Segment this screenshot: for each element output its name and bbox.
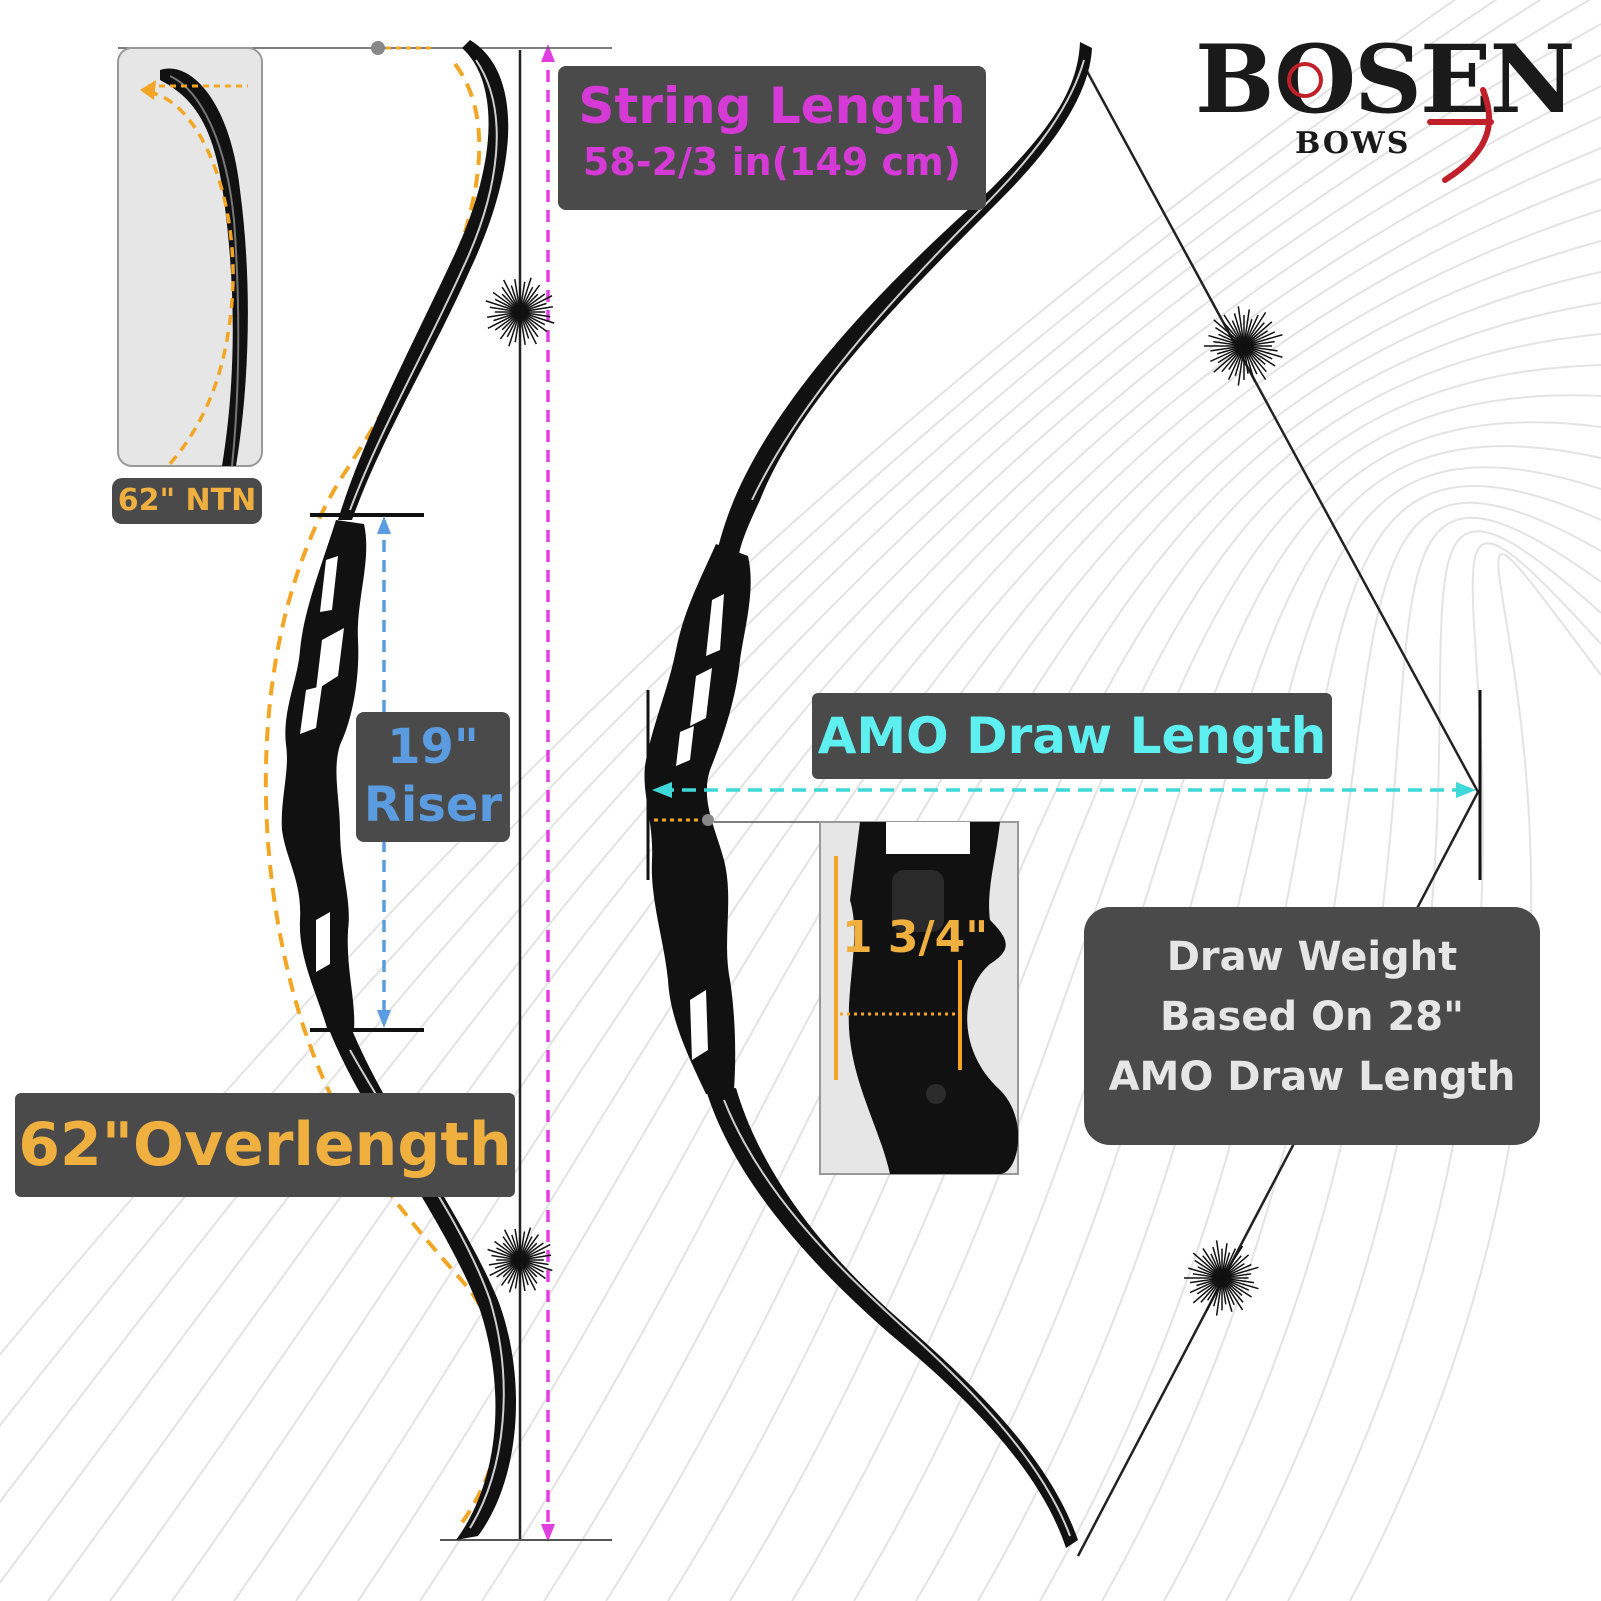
string-length-title: String Length xyxy=(578,77,966,135)
riser-cutouts xyxy=(300,556,344,972)
ntn-label: 62" NTN xyxy=(112,478,262,524)
riser-length-title: Riser xyxy=(363,777,503,833)
front-riser-cutouts xyxy=(676,594,724,1060)
grip-callout-dot xyxy=(702,814,714,826)
draw-weight-line-1: Draw Weight xyxy=(1166,934,1458,980)
grip-inset xyxy=(819,821,1019,1175)
string-length-label: String Length 58-2/3 in(149 cm) xyxy=(558,66,986,210)
brand-logo-subtitle: BOWS xyxy=(1295,126,1411,161)
amo-draw-length-label: AMO Draw Length xyxy=(812,693,1332,779)
amo-draw-arrow-left xyxy=(652,782,672,798)
draw-weight-line-2: Based On 28" xyxy=(1160,994,1464,1040)
limb-tip-inset xyxy=(117,41,436,467)
side-bottom-limb xyxy=(330,1030,517,1540)
front-top-limb xyxy=(716,42,1092,560)
front-bottom-limb-highlight xyxy=(723,1099,1071,1537)
side-riser xyxy=(281,520,367,1032)
string-length-arrow-bottom xyxy=(541,1524,555,1542)
amo-draw-arrow-right xyxy=(1456,782,1476,798)
string-length-arrow-top xyxy=(541,44,555,62)
front-top-limb-highlight xyxy=(751,59,1085,501)
riser-length-value: 19" xyxy=(387,719,479,775)
draw-weight-note: Draw Weight Based On 28" AMO Draw Length xyxy=(1084,907,1540,1145)
front-bow-string xyxy=(1076,61,1480,1557)
grip-width-label: 1 3/4" xyxy=(842,912,989,963)
front-view-bow xyxy=(644,42,1482,1557)
brand-logo-wordmark: BOSEN xyxy=(1195,25,1576,135)
top-string-silencer xyxy=(485,277,555,347)
tip-callout-dot xyxy=(371,41,385,55)
riser-arrow-bottom xyxy=(377,1010,391,1028)
side-top-limb xyxy=(338,40,509,520)
side-view-bow xyxy=(118,40,612,1542)
brand-logo-mark xyxy=(1287,62,1494,183)
side-top-limb-highlight xyxy=(349,59,498,511)
bottom-string-silencer xyxy=(487,1227,553,1293)
front-top-silencer xyxy=(1204,306,1283,386)
front-bottom-silencer xyxy=(1184,1240,1259,1316)
brand-logo: BOSEN BOWS xyxy=(1195,30,1585,190)
string-length-value: 58-2/3 in(149 cm) xyxy=(582,140,962,184)
draw-weight-line-3: AMO Draw Length xyxy=(1108,1054,1516,1100)
overlength-label: 62"Overlength xyxy=(15,1093,515,1197)
riser-label: 19" Riser xyxy=(356,712,510,842)
riser-arrow-top xyxy=(377,516,391,534)
